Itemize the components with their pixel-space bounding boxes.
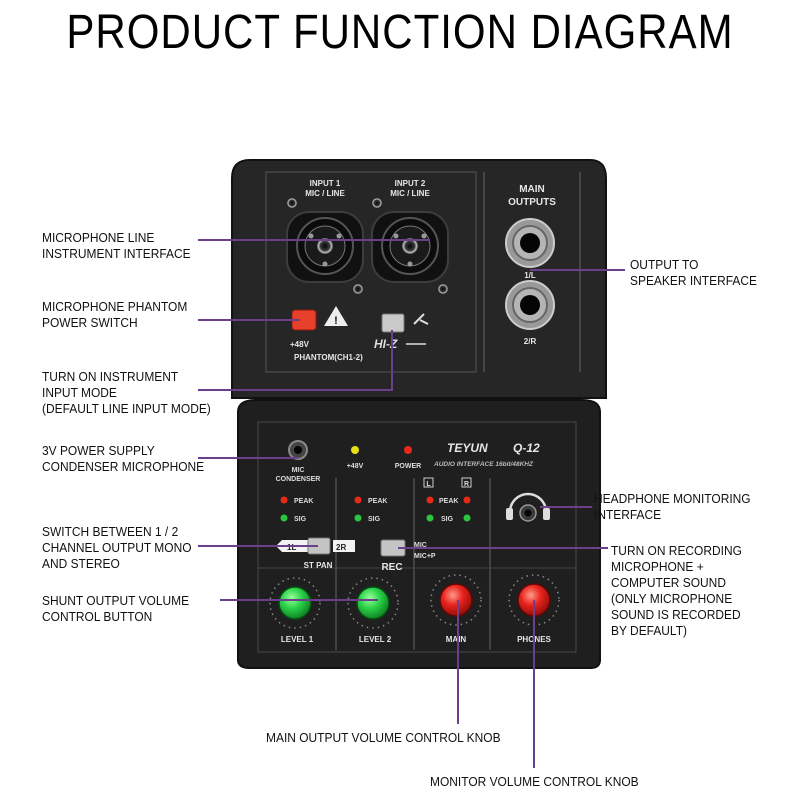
device-subtitle: AUDIO INTERFACE 16bit/48KHZ (433, 461, 534, 468)
mic-label: MIC (292, 467, 305, 474)
phantom-48v-label: +48V (290, 340, 310, 349)
brand-name: TEYUN (447, 441, 488, 455)
out-r-label: 2/R (524, 337, 537, 346)
main-knob[interactable] (430, 574, 482, 626)
input-section-frame (265, 171, 477, 373)
ch2-sig-label: SIG (368, 516, 381, 523)
input2-sub-label: MIC / LINE (390, 189, 430, 198)
callout-mic-line: MICROPHONE LINE INSTRUMENT INTERFACE (42, 230, 191, 261)
main-r-peak-led (463, 496, 471, 504)
power-led (404, 446, 412, 454)
input1-label: INPUT 1 (310, 179, 341, 188)
callout-headphone: HEADPHONE MONITORING INTERFACE (594, 491, 751, 522)
device-front-panel (237, 399, 601, 669)
callout-monitor-knob: MONITOR VOLUME CONTROL KNOB (430, 774, 639, 789)
st-pan-label: ST PAN (304, 561, 333, 570)
callout-power-supply: 3V POWER SUPPLY CONDENSER MICROPHONE (42, 443, 205, 474)
ch1-sig-led (280, 514, 288, 522)
warning-mark: ! (334, 315, 338, 327)
hi-z-button[interactable] (381, 313, 405, 333)
input2-label: INPUT 2 (395, 179, 426, 188)
level2-knob[interactable] (347, 577, 399, 629)
output-jack-left[interactable] (505, 218, 555, 268)
output-jack-right[interactable] (505, 280, 555, 330)
ch1-peak-led (280, 496, 288, 504)
main-peak-label: PEAK (439, 498, 458, 505)
48v-led-label: +48V (347, 463, 364, 470)
combo-jack-input2[interactable] (371, 198, 449, 294)
rec-micp-label: MIC+P (414, 553, 436, 560)
page-title: PRODUCT FUNCTION DIAGRAM (66, 4, 734, 59)
out-l-label: 1/L (524, 271, 536, 280)
headphone-jack[interactable] (506, 492, 550, 522)
mic-condenser-jack[interactable] (288, 440, 308, 460)
hi-z-label: HI-Z (374, 337, 398, 351)
callout-instrument-mode: TURN ON INSTRUMENT INPUT MODE (DEFAULT L… (42, 369, 211, 416)
condenser-label: CONDENSER (276, 476, 321, 483)
callout-shunt-volume: SHUNT OUTPUT VOLUME CONTROL BUTTON (42, 593, 190, 624)
front-frame (257, 421, 577, 653)
callout-switch-mono-stereo: SWITCH BETWEEN 1 / 2 CHANNEL OUTPUT MONO… (42, 524, 192, 571)
callout-output-speaker: OUTPUT TO SPEAKER INTERFACE (630, 257, 757, 288)
input1-sub-label: MIC / LINE (305, 189, 345, 198)
ch-l-label: L (426, 481, 431, 488)
callout-recording: TURN ON RECORDING MICROPHONE + COMPUTER … (611, 543, 742, 638)
main-r-sig-led (463, 514, 471, 522)
model-name: Q-12 (513, 441, 540, 455)
ch2-sig-led (354, 514, 362, 522)
level2-label: LEVEL 2 (359, 635, 392, 644)
l-box (423, 477, 434, 488)
rec-mic-label: MIC (414, 542, 427, 549)
main-outputs-label: MAIN (519, 184, 545, 195)
ch2-peak-label: PEAK (368, 498, 387, 505)
ch1-peak-label: PEAK (294, 498, 313, 505)
ch-r-label: R (464, 481, 469, 488)
level1-label: LEVEL 1 (281, 635, 314, 644)
main-outputs-label-2: OUTPUTS (508, 197, 556, 208)
callout-main-knob: MAIN OUTPUT VOLUME CONTROL KNOB (266, 730, 501, 745)
main-l-peak-led (426, 496, 434, 504)
rec-label: REC (381, 562, 402, 573)
main-label: MAIN (446, 635, 467, 644)
power-led-label: POWER (395, 463, 421, 470)
main-l-sig-led (426, 514, 434, 522)
warning-icon (324, 306, 348, 326)
r-box (461, 477, 472, 488)
ch1-sig-label: SIG (294, 516, 307, 523)
leader-instrument (198, 330, 393, 391)
main-sig-label: SIG (441, 516, 454, 523)
48v-led (351, 446, 359, 454)
pan-1l-label: 1L (287, 543, 296, 552)
guitar-icon (413, 313, 429, 325)
level1-knob[interactable] (269, 577, 321, 629)
pan-2r-label: 2R (336, 543, 346, 552)
phantom-channel-label: PHANTOM(CH1-2) (294, 353, 363, 362)
ch2-peak-led (354, 496, 362, 504)
leader-lines (198, 239, 625, 768)
combo-jack-input1[interactable] (286, 198, 364, 294)
callout-phantom-switch: MICROPHONE PHANTOM POWER SWITCH (42, 299, 188, 330)
